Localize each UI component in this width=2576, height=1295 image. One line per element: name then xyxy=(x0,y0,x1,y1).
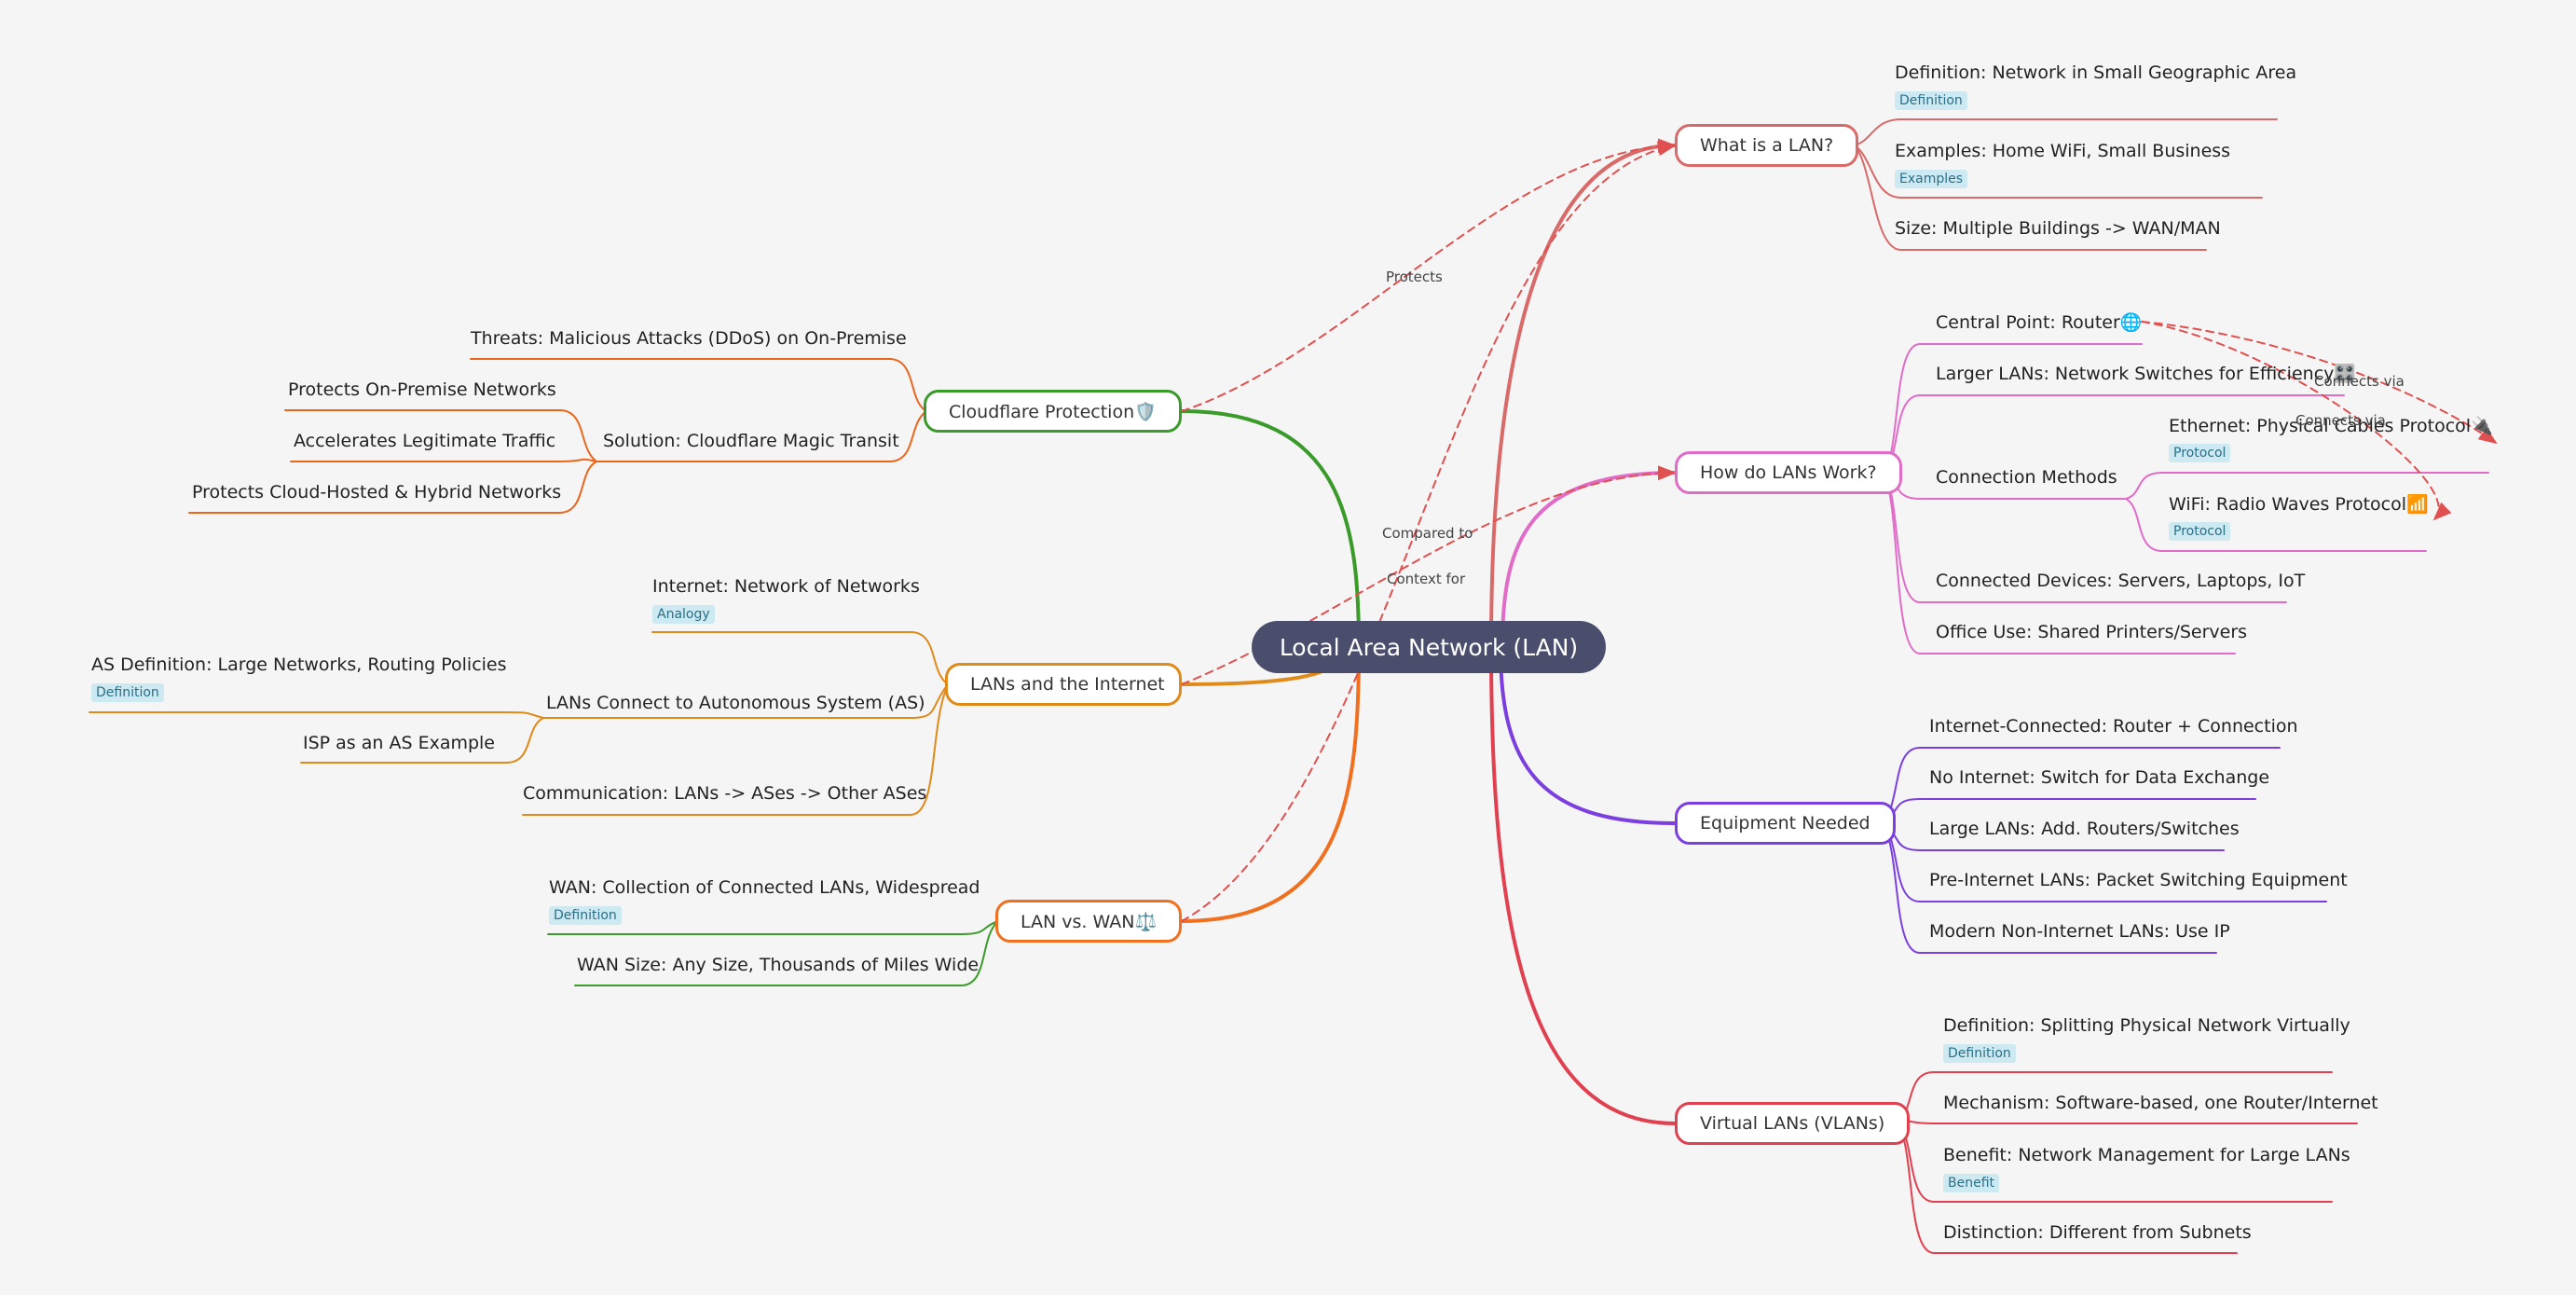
leaf-inet-as-definition[interactable]: AS Definition: Large Networks, Routing P… xyxy=(91,654,507,675)
leaf-vlan-definition[interactable]: Definition: Splitting Physical Network V… xyxy=(1943,1015,2350,1036)
branch-what-is-lan[interactable]: What is a LAN? xyxy=(1675,124,1859,167)
leaf-inet-communication[interactable]: Communication: LANs -> ASes -> Other ASe… xyxy=(523,783,927,804)
relation-label-protects: Protects xyxy=(1386,269,1443,285)
leaf-how-wifi[interactable]: WiFi: Radio Waves Protocol📶 xyxy=(2169,494,2429,515)
leaf-how-central-point[interactable]: Central Point: Router🌐 xyxy=(1936,312,2143,333)
branch-lans-and-internet[interactable]: LANs and the Internet xyxy=(945,663,1182,706)
tag-analogy: Analogy xyxy=(652,605,715,624)
relation-label-connects-via-1: Connects via xyxy=(2314,373,2405,390)
branch-how-lans-work[interactable]: How do LANs Work? xyxy=(1675,451,1902,494)
leaf-cloud-protects-hybrid[interactable]: Protects Cloud-Hosted & Hybrid Networks xyxy=(192,482,562,503)
edge-center-vlan xyxy=(1489,645,1677,1125)
relation-compared-to xyxy=(1181,141,1677,922)
leaf-equip-pre-internet[interactable]: Pre-Internet LANs: Packet Switching Equi… xyxy=(1929,870,2348,890)
leaf-what-definition[interactable]: Definition: Network in Small Geographic … xyxy=(1895,62,2297,83)
tag-definition-vlan: Definition xyxy=(1943,1044,2016,1063)
leaf-how-connection-methods[interactable]: Connection Methods xyxy=(1936,467,2117,488)
branch-lan-vs-wan[interactable]: LAN vs. WAN⚖️ xyxy=(995,900,1182,943)
leaf-equip-modern[interactable]: Modern Non-Internet LANs: Use IP xyxy=(1929,921,2230,942)
tag-protocol-wifi: Protocol xyxy=(2169,522,2231,541)
tag-definition-as: Definition xyxy=(91,683,164,702)
relation-label-connects-via-2: Connects via xyxy=(2295,412,2386,429)
leaf-vlan-mechanism[interactable]: Mechanism: Software-based, one Router/In… xyxy=(1943,1093,2378,1113)
leaf-wan-size[interactable]: WAN Size: Any Size, Thousands of Miles W… xyxy=(577,955,980,975)
edge-center-wan xyxy=(1180,645,1361,923)
leaf-equip-no-internet[interactable]: No Internet: Switch for Data Exchange xyxy=(1929,767,2270,788)
leaf-cloud-accelerates[interactable]: Accelerates Legitimate Traffic xyxy=(294,431,556,451)
relation-connects-via-2 xyxy=(2141,321,2452,521)
central-topic[interactable]: Local Area Network (LAN) xyxy=(1252,621,1606,673)
leaf-inet-network-of-networks[interactable]: Internet: Network of Networks xyxy=(652,576,920,597)
branch-equipment-needed[interactable]: Equipment Needed xyxy=(1675,802,1896,845)
tag-definition-wan: Definition xyxy=(549,906,622,925)
edge-center-how xyxy=(1500,471,1677,649)
leaf-equip-large-lans[interactable]: Large LANs: Add. Routers/Switches xyxy=(1929,819,2240,839)
leaf-cloud-threats[interactable]: Threats: Malicious Attacks (DDoS) on On-… xyxy=(471,328,907,349)
leaf-what-size[interactable]: Size: Multiple Buildings -> WAN/MAN xyxy=(1895,218,2221,239)
tag-examples: Examples xyxy=(1895,170,1968,188)
leaf-vlan-benefit[interactable]: Benefit: Network Management for Large LA… xyxy=(1943,1145,2350,1165)
leaf-inet-as-connect[interactable]: LANs Connect to Autonomous System (AS) xyxy=(546,693,925,713)
tag-definition: Definition xyxy=(1895,91,1967,110)
leaf-how-connected-devices[interactable]: Connected Devices: Servers, Laptops, IoT xyxy=(1936,571,2306,591)
edge-center-cloud xyxy=(1180,409,1361,649)
relation-label-context-for: Context for xyxy=(1387,571,1466,587)
leaf-cloud-protects-onprem[interactable]: Protects On-Premise Networks xyxy=(288,379,556,400)
leaf-wan-definition[interactable]: WAN: Collection of Connected LANs, Wides… xyxy=(549,877,980,898)
tag-protocol-ethernet: Protocol xyxy=(2169,444,2231,462)
relation-label-compared-to: Compared to xyxy=(1382,525,1473,542)
leaf-how-office-use[interactable]: Office Use: Shared Printers/Servers xyxy=(1936,622,2248,642)
relation-connects-via-1 xyxy=(2141,321,2498,445)
edge-center-equip xyxy=(1499,645,1677,825)
branch-cloudflare-protection[interactable]: Cloudflare Protection🛡️ xyxy=(924,390,1182,433)
leaf-how-larger-lans[interactable]: Larger LANs: Network Switches for Effici… xyxy=(1936,364,2357,384)
leaf-equip-internet-connected[interactable]: Internet-Connected: Router + Connection xyxy=(1929,716,2298,737)
edge-center-what xyxy=(1489,144,1677,649)
leaf-what-examples[interactable]: Examples: Home WiFi, Small Business xyxy=(1895,141,2231,161)
relation-protects xyxy=(1181,138,1677,412)
tag-benefit: Benefit xyxy=(1943,1174,2000,1192)
leaf-vlan-distinction[interactable]: Distinction: Different from Subnets xyxy=(1943,1222,2252,1243)
leaf-inet-isp-example[interactable]: ISP as an AS Example xyxy=(303,733,495,753)
leaf-how-ethernet[interactable]: Ethernet: Physical Cables Protocol🔌 xyxy=(2169,416,2493,436)
branch-virtual-lans[interactable]: Virtual LANs (VLANs) xyxy=(1675,1102,1911,1145)
leaf-cloud-solution[interactable]: Solution: Cloudflare Magic Transit xyxy=(603,431,899,451)
